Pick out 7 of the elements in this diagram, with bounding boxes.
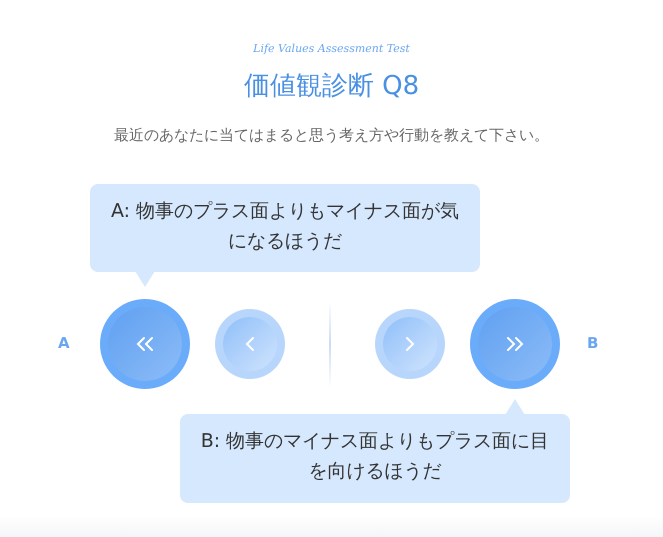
- option-label: B: [587, 334, 598, 352]
- title: 価値観診断 Q8: [242, 70, 420, 103]
- subtitle: Life Values Assessment Test: [252, 42, 411, 55]
- option-label: A: [58, 334, 70, 352]
- option-tooltip: A: 物事のプラス面よりもマイナス面が気になるほうだ: [90, 184, 480, 272]
- option-tooltip: B: 物事のマイナス面よりもプラス面に目を向けるほうだ: [180, 414, 570, 503]
- question-text: 最近のあなたに当てはまると思う考え方や行動を教えて下さい。: [113, 126, 550, 145]
